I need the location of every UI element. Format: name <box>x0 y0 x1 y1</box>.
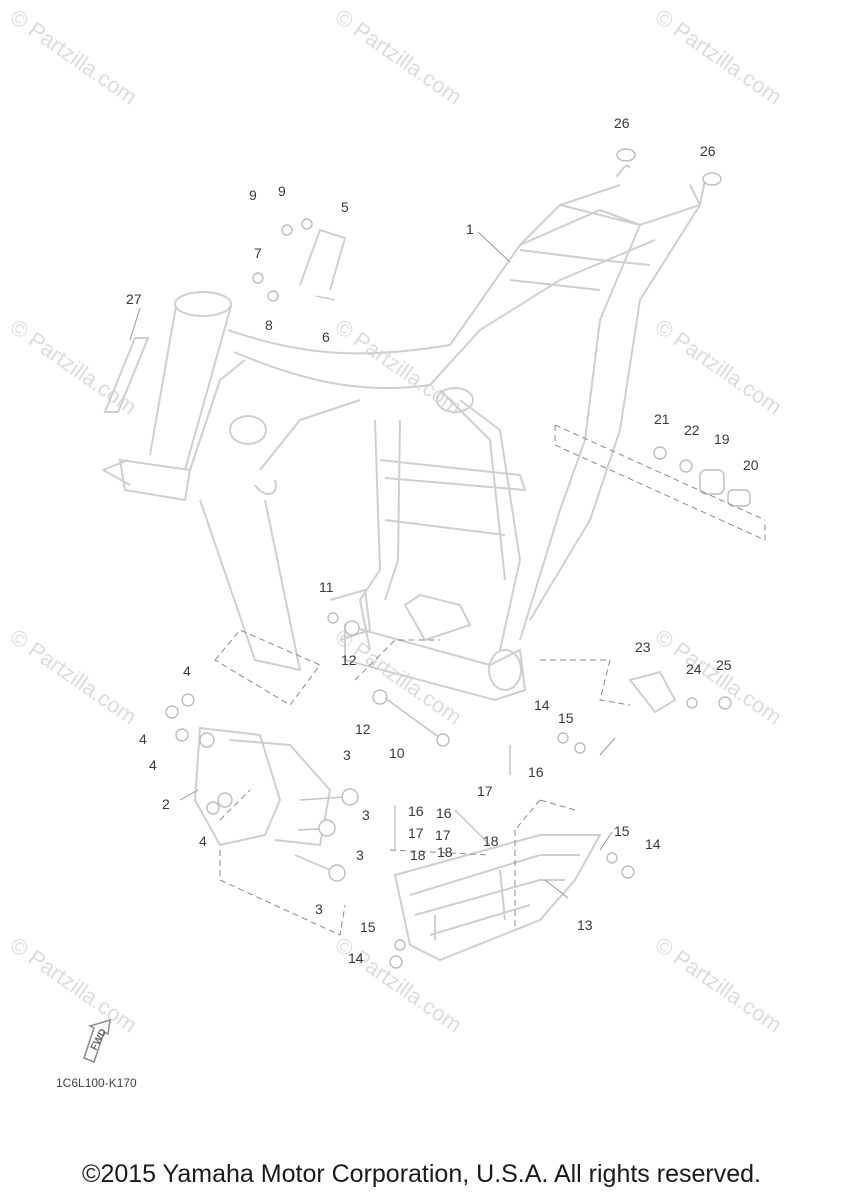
part-label: 4 <box>183 663 191 679</box>
part-label: 4 <box>139 731 147 747</box>
steering-head <box>102 291 232 502</box>
part-label: 17 <box>408 825 424 841</box>
part-label: 26 <box>614 115 630 131</box>
part-label: 20 <box>743 457 759 473</box>
part-label: 7 <box>254 245 262 261</box>
part-label: 15 <box>360 919 376 935</box>
part-label: 17 <box>435 827 451 843</box>
diagram-code: 1C6L100-K170 <box>56 1076 137 1090</box>
part-label: 2 <box>162 796 170 812</box>
plate-27 <box>103 337 150 413</box>
part-label: 21 <box>654 411 670 427</box>
part-label: 10 <box>389 745 405 761</box>
part-label: 14 <box>348 950 364 966</box>
part-label: 24 <box>686 661 702 677</box>
part-label: 14 <box>645 836 661 852</box>
part-label: 9 <box>278 183 286 199</box>
callout-lines <box>214 424 766 936</box>
part-label: 23 <box>635 639 651 655</box>
part-label: 26 <box>700 143 716 159</box>
part-label: 19 <box>714 431 730 447</box>
part-label: 16 <box>436 805 452 821</box>
rear-mount-parts <box>165 148 751 969</box>
part-label: 6 <box>322 329 330 345</box>
fwd-label: FWD <box>89 1027 109 1052</box>
part-label: 9 <box>249 187 257 203</box>
part-label: 12 <box>355 721 371 737</box>
part-label: 14 <box>534 697 550 713</box>
part-label: 8 <box>265 317 273 333</box>
main-frame <box>189 164 706 702</box>
part-label: 15 <box>558 710 574 726</box>
part-label: 16 <box>408 803 424 819</box>
part-label: 22 <box>684 422 700 438</box>
part-label: 3 <box>315 901 323 917</box>
part-label: 18 <box>410 847 426 863</box>
part-label: 25 <box>716 657 732 673</box>
forward-arrow-icon: FWD <box>83 1018 111 1063</box>
bolts-3 <box>294 788 359 882</box>
part-label: 1 <box>466 221 474 237</box>
bracket-5 <box>252 218 347 302</box>
part-label: 11 <box>319 579 334 595</box>
part-label: 17 <box>477 783 493 799</box>
part-label: 5 <box>341 199 349 215</box>
part-label: 3 <box>356 847 364 863</box>
copyright-notice: ©2015 Yamaha Motor Corporation, U.S.A. A… <box>82 1160 761 1188</box>
leader-lines <box>129 231 616 899</box>
part-label: 4 <box>149 757 157 773</box>
part-label: 13 <box>577 917 593 933</box>
part-label: 3 <box>362 807 370 823</box>
part-label: 27 <box>126 291 142 307</box>
engine-mount-plates <box>193 726 332 847</box>
part-label: 15 <box>614 823 630 839</box>
part-label: 12 <box>341 652 357 668</box>
part-label: 16 <box>528 764 544 780</box>
part-label: 18 <box>437 844 453 860</box>
under-guard <box>393 834 602 962</box>
part-label: 18 <box>483 833 499 849</box>
part-label: 3 <box>343 747 351 763</box>
part-label: 4 <box>199 833 207 849</box>
